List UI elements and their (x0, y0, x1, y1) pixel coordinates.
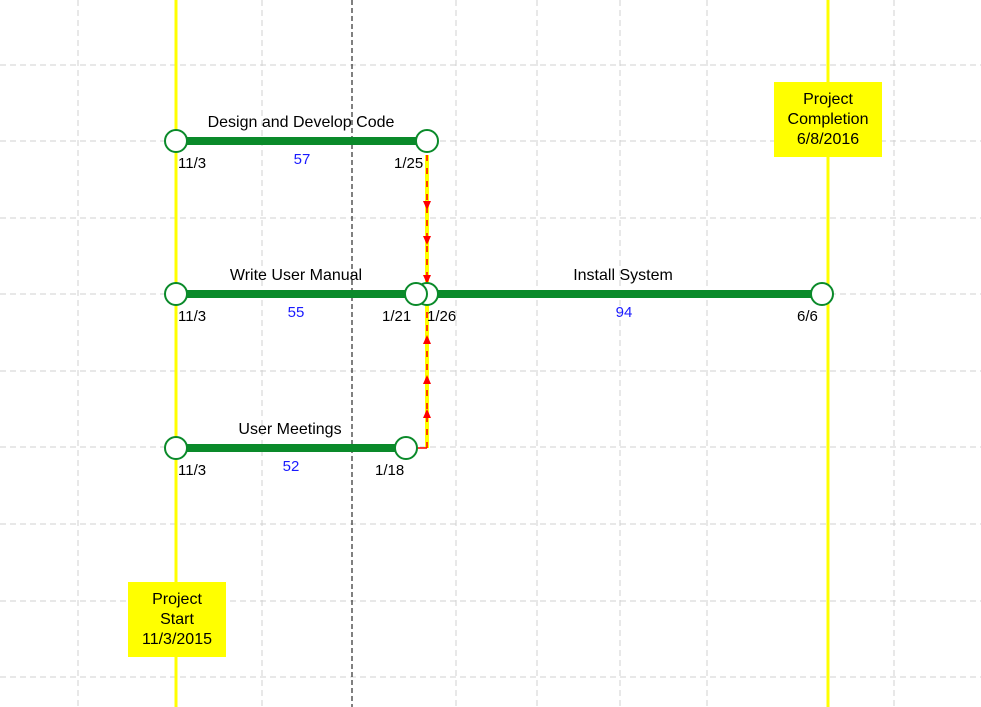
task-start-node[interactable] (164, 129, 188, 153)
milestone-line-1: Project (152, 590, 202, 608)
task-start-date: 11/3 (178, 308, 206, 325)
milestone-line-2: Start (160, 610, 194, 628)
task-design-and-develop-code[interactable]: Design and Develop Code 11/3 57 1/25 (164, 114, 439, 172)
task-write-user-manual[interactable]: Write User Manual 11/3 55 1/21 (164, 267, 416, 325)
milestone-line-1: Project (803, 90, 853, 108)
task-end-node-write-user-manual[interactable] (404, 282, 428, 306)
task-start-node[interactable] (164, 282, 188, 306)
task-duration: 52 (283, 458, 300, 475)
task-end-node[interactable] (394, 436, 418, 460)
task-name: User Meetings (238, 421, 341, 438)
task-duration: 55 (288, 304, 305, 321)
task-start-date: 1/26 (427, 308, 456, 325)
milestone-date: 6/8/2016 (796, 130, 860, 148)
task-start-date: 11/3 (178, 462, 206, 479)
task-user-meetings[interactable]: User Meetings 11/3 52 1/18 (164, 421, 418, 479)
dependency-links (417, 155, 431, 449)
task-install-system[interactable]: Install System 1/26 94 6/6 (415, 267, 834, 325)
task-end-date: 1/18 (375, 462, 404, 479)
task-start-date: 11/3 (178, 155, 206, 172)
task-end-date: 6/6 (797, 308, 818, 325)
project-start-milestone[interactable]: Project Start 11/3/2015 (128, 582, 226, 657)
task-end-node[interactable] (415, 129, 439, 153)
project-completion-milestone[interactable]: Project Completion 6/8/2016 (774, 82, 882, 157)
task-end-date: 1/25 (394, 155, 423, 172)
milestone-date: 11/3/2015 (142, 630, 212, 648)
task-duration: 94 (616, 304, 633, 321)
task-name: Write User Manual (230, 267, 362, 284)
milestone-line-2: Completion (787, 110, 869, 128)
task-end-date: 1/21 (382, 308, 411, 325)
task-start-node[interactable] (164, 436, 188, 460)
task-duration: 57 (294, 151, 311, 168)
task-name: Design and Develop Code (208, 114, 395, 131)
task-name: Install System (573, 267, 673, 284)
task-end-node[interactable] (810, 282, 834, 306)
